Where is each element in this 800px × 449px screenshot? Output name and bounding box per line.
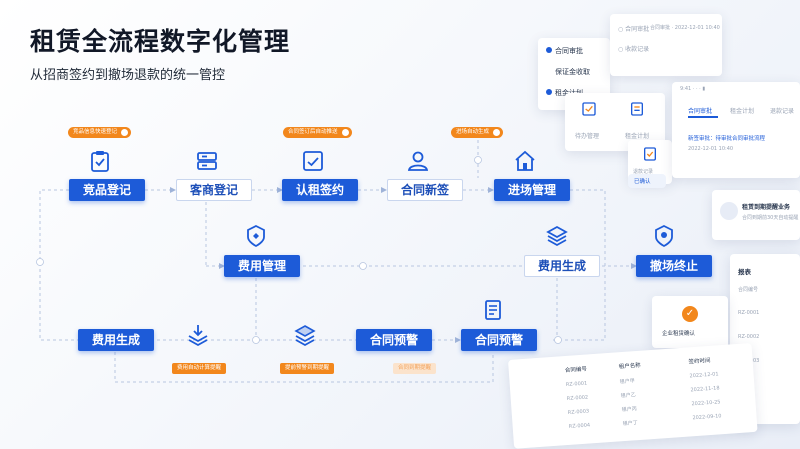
clipboard-check-icon xyxy=(91,151,109,172)
page-title: 租赁全流程数字化管理 xyxy=(30,27,291,56)
detail-line: 新签审批：待审批合同审批流程 xyxy=(688,136,766,142)
table-header: 租户名称 xyxy=(618,362,641,371)
node-feiyong-shengcheng-left[interactable]: 费用生成 xyxy=(78,329,154,351)
refund-icon xyxy=(644,147,656,161)
confirm-badge: 已确认 xyxy=(628,174,666,188)
report-col: 合同编号 xyxy=(738,287,759,293)
tag-daoqi: 合同到期提醒 xyxy=(393,363,437,374)
menu-item[interactable]: 保证金收取 xyxy=(555,68,590,76)
approval-item[interactable]: ○ 合同审批 xyxy=(618,26,650,33)
contract-table-panel: 合同编号 租户名称 签约时间 RZ-0001 租户甲 2022-12-01 RZ… xyxy=(508,342,758,449)
detail-tab[interactable]: 租金计划 xyxy=(730,108,755,115)
detail-panel: 9:41 · · · ▮ 合同审批 租金计划 退款记录 新签审批：待审批合同审批… xyxy=(672,82,800,178)
expire-panel: 租赁到期提醒业务 合同到期前30天自动提醒 xyxy=(712,190,800,240)
menu-item[interactable]: 合同审批 xyxy=(546,46,583,56)
table-cell: RZ-0003 xyxy=(567,408,590,416)
todo-icon xyxy=(582,102,596,116)
plan-icon xyxy=(631,102,643,116)
radio-icon xyxy=(546,47,552,53)
home-icon xyxy=(515,150,535,171)
node-jinchang[interactable]: 进场管理 xyxy=(494,179,570,201)
table-header: 合同编号 xyxy=(564,366,588,375)
report-title: 报表 xyxy=(738,268,751,276)
table-cell: 2022-12-01 xyxy=(689,371,719,380)
cube-stack-icon xyxy=(294,325,316,347)
cert-panel: ✓ 企业租赁确认 xyxy=(652,296,728,348)
server-icon xyxy=(197,152,217,170)
page-subtitle: 从招商签约到撤场退款的统一管控 xyxy=(30,68,226,83)
node-renzu[interactable]: 认租签约 xyxy=(282,179,358,201)
tag-renzu: 合同签订后自动推送 xyxy=(283,127,352,138)
table-header: 签约时间 xyxy=(688,357,711,366)
node-feiyong-guanli[interactable]: 费用管理 xyxy=(224,255,300,277)
detail-statusbar: 9:41 · · · ▮ xyxy=(680,86,706,92)
expire-label: 租赁到期提醒业务 xyxy=(742,204,791,211)
tag-dot-icon xyxy=(493,129,501,136)
expire-sub: 合同到期前30天自动提醒 xyxy=(742,215,799,221)
table-cell: RZ-0004 xyxy=(568,422,591,430)
signed-doc-icon xyxy=(303,151,323,171)
table-cell: 2022-11-18 xyxy=(690,385,720,394)
document-list-icon xyxy=(485,300,501,320)
detail-tab[interactable]: 退款记录 xyxy=(770,108,795,115)
node-kehu[interactable]: 客商登记 xyxy=(176,179,252,201)
tag-jinchang: 进场自动生成 xyxy=(451,127,504,138)
refund-label[interactable]: 退款记录 xyxy=(633,169,654,175)
table-cell: 租户甲 xyxy=(619,378,636,386)
approval-panel: ○ 合同审批 合同审批 · 2022-12-01 10:40 ○ 收款记录 xyxy=(610,14,722,76)
node-feiyong-shengcheng-right[interactable]: 费用生成 xyxy=(524,255,600,277)
tag-dot-icon xyxy=(121,129,129,136)
table-cell: 租户丁 xyxy=(622,420,638,428)
node-yujing-2[interactable]: 合同预警 xyxy=(461,329,537,351)
table-cell: RZ-0002 xyxy=(566,394,589,402)
tag-yujing: 提前预警到期提醒 xyxy=(280,363,335,374)
layers-icon xyxy=(546,225,568,247)
table-cell: RZ-0001 xyxy=(565,380,588,389)
table-cell: 租户乙 xyxy=(620,392,636,400)
table-cell: 2022-10-25 xyxy=(691,399,721,408)
cert-label: 企业租赁确认 xyxy=(662,331,696,337)
report-cell: RZ-0001 xyxy=(738,310,760,316)
node-jingpin[interactable]: 竞品登记 xyxy=(69,179,145,201)
tag-feiyong: 费用自动计算提醒 xyxy=(172,363,227,374)
node-yujing-1[interactable]: 合同预警 xyxy=(356,329,432,351)
location-shield-icon xyxy=(655,224,673,248)
shield-icon xyxy=(247,224,265,248)
detail-time: 2022-12-01 10:40 xyxy=(688,146,734,152)
table-cell: 租户丙 xyxy=(621,406,637,414)
radio-icon xyxy=(546,89,552,95)
mini-item[interactable]: 租金计划 xyxy=(625,133,650,140)
inbox-stack-icon xyxy=(188,325,208,347)
detail-tab-active[interactable]: 合同审批 xyxy=(688,108,713,115)
node-chechang[interactable]: 撤场终止 xyxy=(636,255,712,277)
mini-item[interactable]: 待办管理 xyxy=(575,133,600,140)
report-cell: RZ-0002 xyxy=(738,334,760,340)
tab-underline xyxy=(688,116,718,118)
node-xinqian[interactable]: 合同新签 xyxy=(387,179,463,201)
user-icon xyxy=(407,151,429,171)
approval-item[interactable]: ○ 收款记录 xyxy=(618,46,650,53)
approval-meta: 合同审批 · 2022-12-01 10:40 xyxy=(650,25,720,31)
table-cell: 2022-09-10 xyxy=(692,413,722,422)
check-icon: ✓ xyxy=(682,306,698,322)
tag-jingpin: 竞品信息快速登记 xyxy=(68,127,132,138)
avatar xyxy=(720,202,738,220)
tag-dot-icon xyxy=(341,129,349,136)
